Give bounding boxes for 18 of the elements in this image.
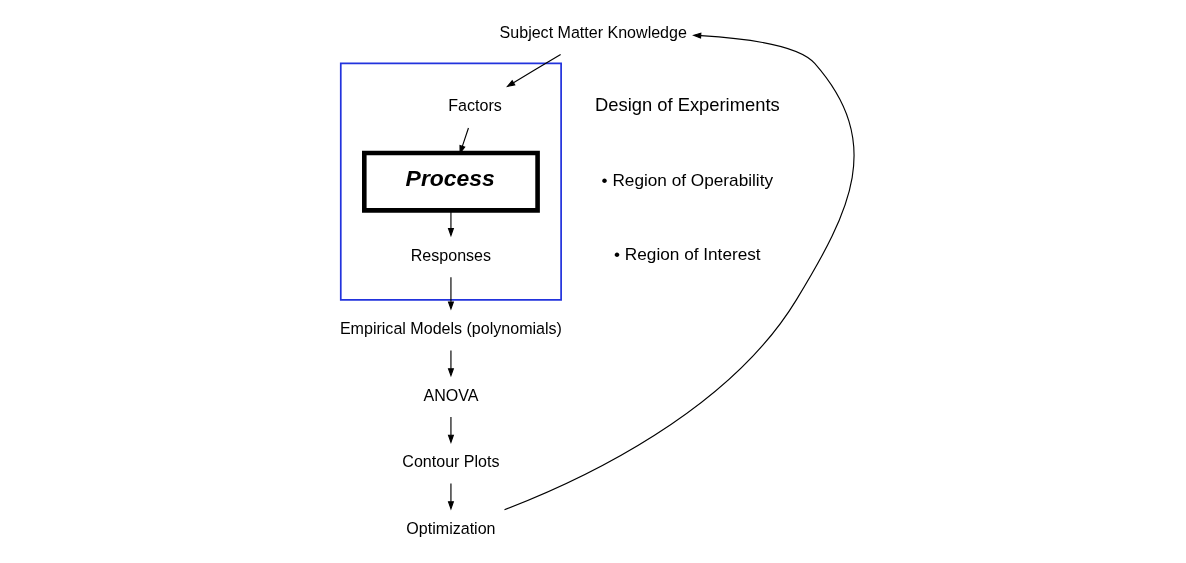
node-text: Responses [410,245,492,264]
node-text: ANOVA [423,385,479,404]
arrow [447,483,455,511]
node-text: Empirical Models (polynomials) [339,318,562,337]
label: • Region of Interest [614,244,761,265]
arrow [447,349,455,378]
node-text: Contour Plots [402,452,500,471]
arrow [447,210,455,238]
label: Design of Experiments [594,94,780,116]
node-box: Process [362,150,540,213]
node-text: Subject Matter Knowledge [499,22,687,41]
arrow [503,32,855,511]
node-text: Optimization [406,518,496,537]
arrow [447,416,455,444]
arrow [447,276,455,311]
node-text: Factors [448,96,502,115]
arrow [506,53,562,88]
label: • Region of Operability [601,169,774,190]
